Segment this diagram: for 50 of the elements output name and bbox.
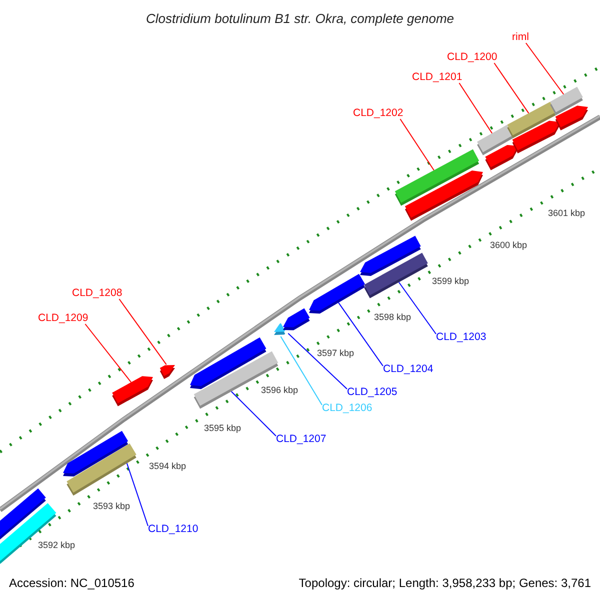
leader-line	[398, 282, 436, 334]
gene-label: CLD_1207	[276, 433, 326, 445]
gene-label: CLD_1203	[436, 331, 486, 343]
scale-label: 3598 kbp	[374, 312, 412, 322]
gene-label: CLD_1208	[72, 287, 122, 299]
scale-label: 3594 kbp	[149, 461, 186, 471]
leader-line	[338, 302, 384, 366]
scale-label: 3593 kbp	[93, 501, 130, 511]
leader-line	[458, 82, 493, 134]
gene-block	[512, 120, 560, 154]
accession-note: Accession: NC_010516	[9, 575, 134, 592]
leader-line	[230, 391, 276, 436]
gene-block	[160, 365, 175, 379]
gene-label: CLD_1201	[412, 71, 462, 83]
gene-block	[404, 170, 483, 221]
gene-label: CLD_1204	[383, 363, 434, 375]
leader-line	[400, 118, 434, 171]
gene-label: CLD_1210	[148, 523, 198, 535]
leader-line	[118, 298, 167, 366]
leader-line	[280, 336, 322, 406]
gene-bar	[364, 252, 428, 298]
scale-label: 3600 kbp	[490, 240, 528, 250]
leader-line	[525, 42, 564, 95]
leader-line	[494, 62, 530, 114]
diagram-title: Clostridium botulinum B1 str. Okra, complete genome	[144, 10, 456, 28]
leader-line	[84, 324, 132, 383]
gene-label: CLD_1200	[447, 51, 498, 63]
gene-label: riml	[512, 31, 529, 43]
scale-label: 3599 kbp	[432, 276, 470, 286]
gene-block	[485, 144, 518, 170]
scale-label: 3596 kbp	[261, 385, 298, 395]
scale-label: 3595 kbp	[204, 423, 242, 433]
gene-bar	[0, 503, 56, 564]
gene-label: CLD_1205	[347, 386, 398, 398]
gene-label: CLD_1206	[322, 402, 372, 414]
gene-block	[274, 323, 286, 335]
scale-label: 3601 kbp	[548, 208, 586, 218]
gene-bar	[194, 351, 278, 409]
scale-label: 3597 kbp	[317, 348, 354, 358]
gene-block	[309, 274, 366, 314]
genome-summary: Topology: circular; Length: 3,958,233 bp; Genes: 3,761	[298, 575, 591, 592]
scale-label: 3592 kbp	[38, 540, 76, 550]
gene-block	[283, 308, 310, 330]
gene-block	[555, 106, 588, 130]
gene-bar	[66, 443, 136, 496]
leader-line	[126, 462, 148, 526]
gene-block	[112, 376, 153, 406]
gene-label: CLD_1202	[353, 107, 404, 119]
gene-label: CLD_1209	[38, 312, 88, 324]
leader-line	[288, 332, 348, 390]
